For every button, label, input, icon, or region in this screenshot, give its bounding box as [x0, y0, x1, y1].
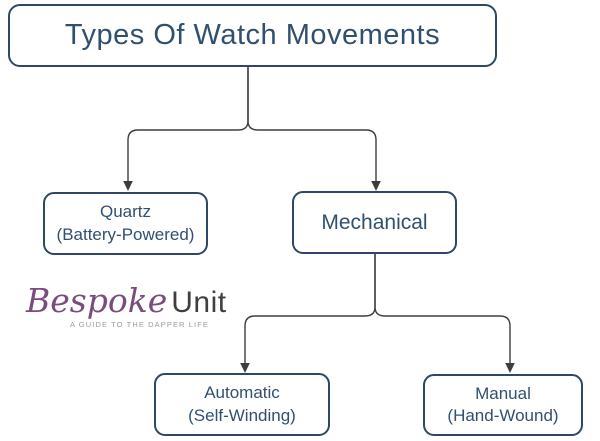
logo-tagline: A GUIDE TO THE DAPPER LIFE	[69, 320, 209, 329]
title-label: Types Of Watch Movements	[64, 19, 441, 52]
edge-title-mechanical	[247, 67, 377, 182]
arrowhead-mechanical	[371, 181, 381, 191]
automatic-label-line1: Automatic	[204, 383, 280, 403]
node-title: Types Of Watch Movements	[8, 4, 497, 67]
logo-script-word: Bespoke	[26, 281, 168, 320]
logo-wordmark: Bespoke Unit	[26, 281, 226, 320]
bespoke-unit-logo: Bespoke Unit A GUIDE TO THE DAPPER LIFE	[26, 281, 226, 329]
quartz-label-line1: Quartz	[99, 202, 152, 222]
arrowhead-manual	[505, 363, 515, 373]
node-manual: Manual (Hand-Wound)	[423, 374, 583, 436]
node-quartz: Quartz (Battery-Powered)	[43, 192, 208, 255]
node-automatic: Automatic (Self-Winding)	[154, 373, 330, 436]
quartz-label-line2: (Battery-Powered)	[56, 224, 195, 244]
mechanical-label: Mechanical	[321, 210, 428, 234]
automatic-label-line2: (Self-Winding)	[188, 405, 296, 425]
arrowhead-quartz	[123, 181, 133, 191]
edge-mechanical-manual	[374, 254, 511, 364]
manual-label-line1: Manual	[475, 383, 531, 403]
arrowhead-automatic	[240, 363, 250, 373]
node-mechanical: Mechanical	[292, 191, 457, 254]
edge-mechanical-automatic	[244, 254, 376, 364]
logo-sans-word: Unit	[171, 286, 227, 319]
manual-label-line2: (Hand-Wound)	[447, 406, 559, 425]
edge-title-quartz	[127, 67, 249, 182]
